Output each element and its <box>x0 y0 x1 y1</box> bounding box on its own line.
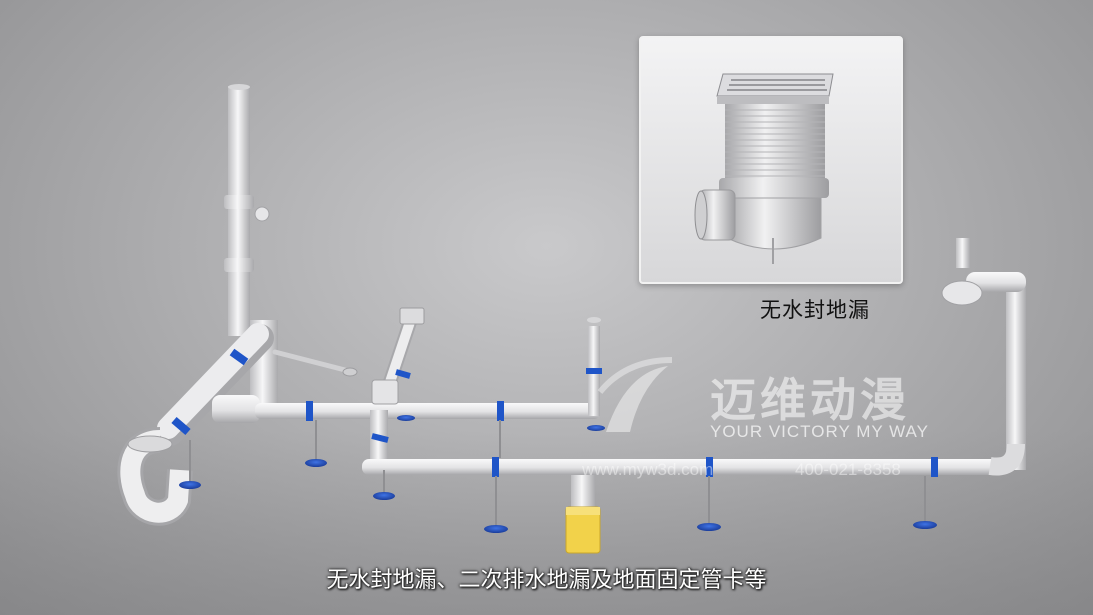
s-trap <box>117 427 193 526</box>
watermark-slogan: YOUR VICTORY MY WAY <box>710 422 929 441</box>
watermark-logo-icon <box>597 357 673 432</box>
pipe-supports <box>179 415 937 533</box>
left-diagonal-branch <box>156 323 358 446</box>
watermark-phone: 400-021-8358 <box>795 460 901 479</box>
yellow-drain-trap <box>565 475 601 554</box>
lower-horizontal-pipe <box>362 457 1002 477</box>
upper-horizontal-pipe <box>255 317 602 421</box>
center-floor-drain-branch <box>370 307 425 465</box>
watermark-logo-text: 迈维动漫 <box>710 373 910 427</box>
watermark-url: www.myw3d.com <box>582 460 714 479</box>
floor-drain-render <box>694 73 834 264</box>
subtitle-caption: 无水封地漏、二次排水地漏及地面固定管卡等 <box>326 568 767 593</box>
inset-caption: 无水封地漏 <box>760 298 870 322</box>
right-riser <box>941 238 1026 476</box>
inset-panel <box>639 36 903 284</box>
